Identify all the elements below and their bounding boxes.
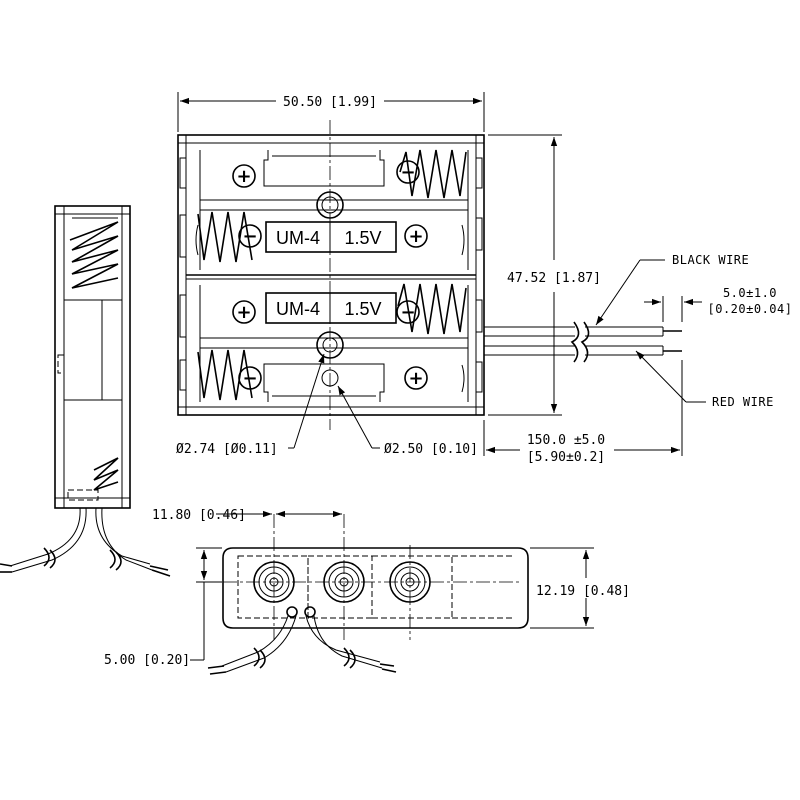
wire-spacing-dimension: 5.00 [0.20] bbox=[104, 547, 222, 668]
minus-terminal-icon: − bbox=[238, 366, 262, 390]
minus-terminal-icon: − bbox=[238, 224, 262, 248]
pitch-dimension: 11.80 [0.46] bbox=[152, 508, 342, 523]
svg-text:−: − bbox=[242, 226, 257, 247]
red-wire-label: RED WIRE bbox=[712, 395, 774, 409]
depth-label: 12.19 [0.48] bbox=[536, 584, 630, 599]
bottom-view bbox=[200, 514, 529, 675]
depth-dimension: 12.19 [0.48] bbox=[530, 547, 630, 629]
cell-label-lower: UM-4 1.5V bbox=[265, 292, 397, 324]
pitch-label: 11.80 [0.46] bbox=[152, 508, 246, 523]
minus-terminal-icon: − bbox=[396, 160, 420, 184]
cell-label-upper: UM-4 1.5V bbox=[265, 221, 397, 253]
hole-small-label: Ø2.50 [0.10] bbox=[384, 442, 478, 457]
hole-large-dimension: Ø2.74 [Ø0.11] bbox=[176, 353, 325, 457]
red-wire-callout: RED WIRE bbox=[635, 350, 774, 409]
black-wire-label: BLACK WIRE bbox=[672, 253, 749, 267]
plus-terminal-icon: + bbox=[232, 300, 256, 324]
svg-text:+: + bbox=[236, 166, 251, 187]
cell-type-label: UM-4 bbox=[276, 228, 320, 248]
wire-spacing-label: 5.00 [0.20] bbox=[104, 653, 190, 668]
height-dimension: 47.52 [1.87] bbox=[488, 134, 601, 416]
spring-icon bbox=[397, 283, 467, 335]
strip-length-dimension: 5.0±1.0 [0.20±0.04] bbox=[644, 286, 792, 322]
spring-icon bbox=[399, 149, 467, 199]
terminal-icon bbox=[389, 561, 431, 603]
svg-text:+: + bbox=[408, 368, 423, 389]
wire-length-dimension: 150.0 ±5.0 [5.90±0.2] bbox=[483, 360, 683, 465]
strip-length-label: 5.0±1.0 bbox=[723, 286, 777, 300]
lead-wires bbox=[484, 321, 682, 363]
side-view bbox=[0, 205, 171, 577]
minus-terminal-icon: − bbox=[396, 300, 420, 324]
cell-type-label: UM-4 bbox=[276, 299, 320, 319]
hole-large-label: Ø2.74 [Ø0.11] bbox=[176, 442, 278, 457]
spring-icon bbox=[197, 211, 253, 263]
wire-length-label: 150.0 ±5.0 bbox=[527, 433, 605, 448]
plus-terminal-icon: + bbox=[232, 164, 256, 188]
voltage-label: 1.5V bbox=[344, 228, 381, 248]
plus-terminal-icon: + bbox=[404, 224, 428, 248]
wire-length-inch-label: [5.90±0.2] bbox=[527, 450, 605, 465]
plus-terminal-icon: + bbox=[404, 366, 428, 390]
terminal-icon bbox=[323, 561, 365, 603]
spring-icon bbox=[197, 349, 253, 401]
black-wire-callout: BLACK WIRE bbox=[595, 253, 749, 326]
width-dimension: 50.50 [1.99] bbox=[177, 92, 485, 132]
terminal-icon bbox=[253, 561, 295, 603]
front-view: + − − + + − − + bbox=[177, 120, 485, 430]
strip-length-inch-label: [0.20±0.04] bbox=[708, 302, 793, 316]
height-dimension-label: 47.52 [1.87] bbox=[507, 271, 601, 286]
svg-text:−: − bbox=[242, 368, 257, 389]
voltage-label: 1.5V bbox=[344, 299, 381, 319]
svg-text:+: + bbox=[408, 226, 423, 247]
svg-text:+: + bbox=[236, 302, 251, 323]
hole-small-dimension: Ø2.50 [0.10] bbox=[337, 385, 478, 457]
width-dimension-label: 50.50 [1.99] bbox=[283, 95, 377, 110]
svg-text:−: − bbox=[400, 162, 415, 183]
svg-text:−: − bbox=[400, 302, 415, 323]
